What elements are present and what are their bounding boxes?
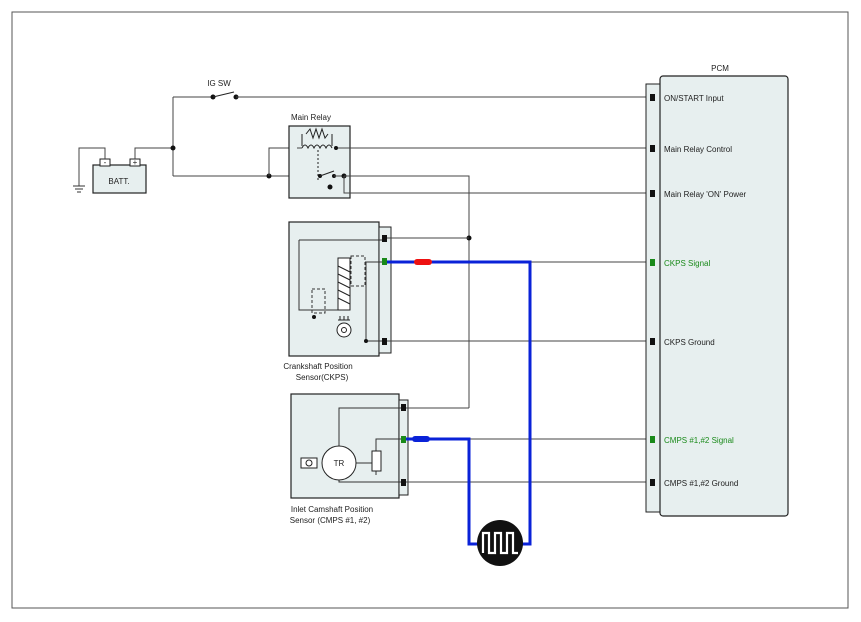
sensor-power-wire <box>344 175 470 408</box>
pcm-pin-3: CKPS Signal <box>650 259 710 268</box>
battery-neg-sign: - <box>104 158 107 167</box>
pcm-pin-2: Main Relay 'ON' Power <box>650 190 747 199</box>
ckps-signal-blue-wire <box>387 260 532 546</box>
cmps-power-pin <box>401 404 406 411</box>
cmps-label-line1: Inlet Camshaft Position <box>291 505 373 514</box>
main-relay-on-power-wire <box>343 176 650 194</box>
ig-switch-icon <box>210 91 239 100</box>
main-relay <box>288 125 351 199</box>
ckps-sensor <box>288 221 392 357</box>
battery-pos-sign: + <box>133 158 138 167</box>
ig-switch-label: IG SW <box>207 79 231 88</box>
cmps-sensor: TR <box>290 393 409 499</box>
ckps-label-line1: Crankshaft Position <box>283 362 352 371</box>
pcm-pin-label-main-relay-control: Main Relay Control <box>664 145 732 154</box>
ground-symbol-icon <box>73 185 85 193</box>
ckps-signal-pin <box>382 258 387 265</box>
battery: - + BATT. <box>92 158 147 194</box>
cmps-tr-label: TR <box>334 459 345 468</box>
pcm-pin-label-cmps-ground: CMPS #1,#2 Ground <box>664 479 738 488</box>
pcm-pin-6: CMPS #1,#2 Ground <box>650 479 738 488</box>
cmps-ground-pin <box>401 479 406 486</box>
pcm-pin-5: CMPS #1,#2 Signal <box>650 436 734 445</box>
pcm-pin-label-cmps-signal: CMPS #1,#2 Signal <box>664 436 734 445</box>
cmps-label-line2: Sensor (CMPS #1, #2) <box>290 516 371 525</box>
pcm-pin-label-ckps-signal: CKPS Signal <box>664 259 710 268</box>
pcm-pin-label-on-start: ON/START Input <box>664 94 724 103</box>
ckps-ground-pin <box>382 338 387 345</box>
oscilloscope-icon <box>477 520 523 566</box>
cmps-connector-blue <box>412 436 430 442</box>
pcm-pin-label-ckps-ground: CKPS Ground <box>664 338 715 347</box>
ckps-power-pin <box>382 235 387 242</box>
cmps-signal-blue-wire <box>406 437 480 546</box>
relay-coil-supply-wire <box>268 147 297 176</box>
pcm-pin-1: Main Relay Control <box>650 145 732 154</box>
pcm-title: PCM <box>711 64 729 73</box>
main-relay-label: Main Relay <box>291 113 331 122</box>
pcm-pin-4: CKPS Ground <box>650 338 715 347</box>
battery-positive-wire <box>134 147 173 159</box>
ckps-connector-red <box>414 259 432 265</box>
battery-label: BATT. <box>108 177 129 186</box>
ckps-label-line2: Sensor(CKPS) <box>296 373 349 382</box>
diagram-frame <box>11 11 849 609</box>
pcm-module <box>645 75 789 517</box>
pcm-pin-0: ON/START Input <box>650 94 724 103</box>
cmps-signal-pin <box>401 436 406 443</box>
pcm-pin-label-main-relay-on-power: Main Relay 'ON' Power <box>664 190 747 199</box>
battery-ground-wire <box>78 147 106 186</box>
